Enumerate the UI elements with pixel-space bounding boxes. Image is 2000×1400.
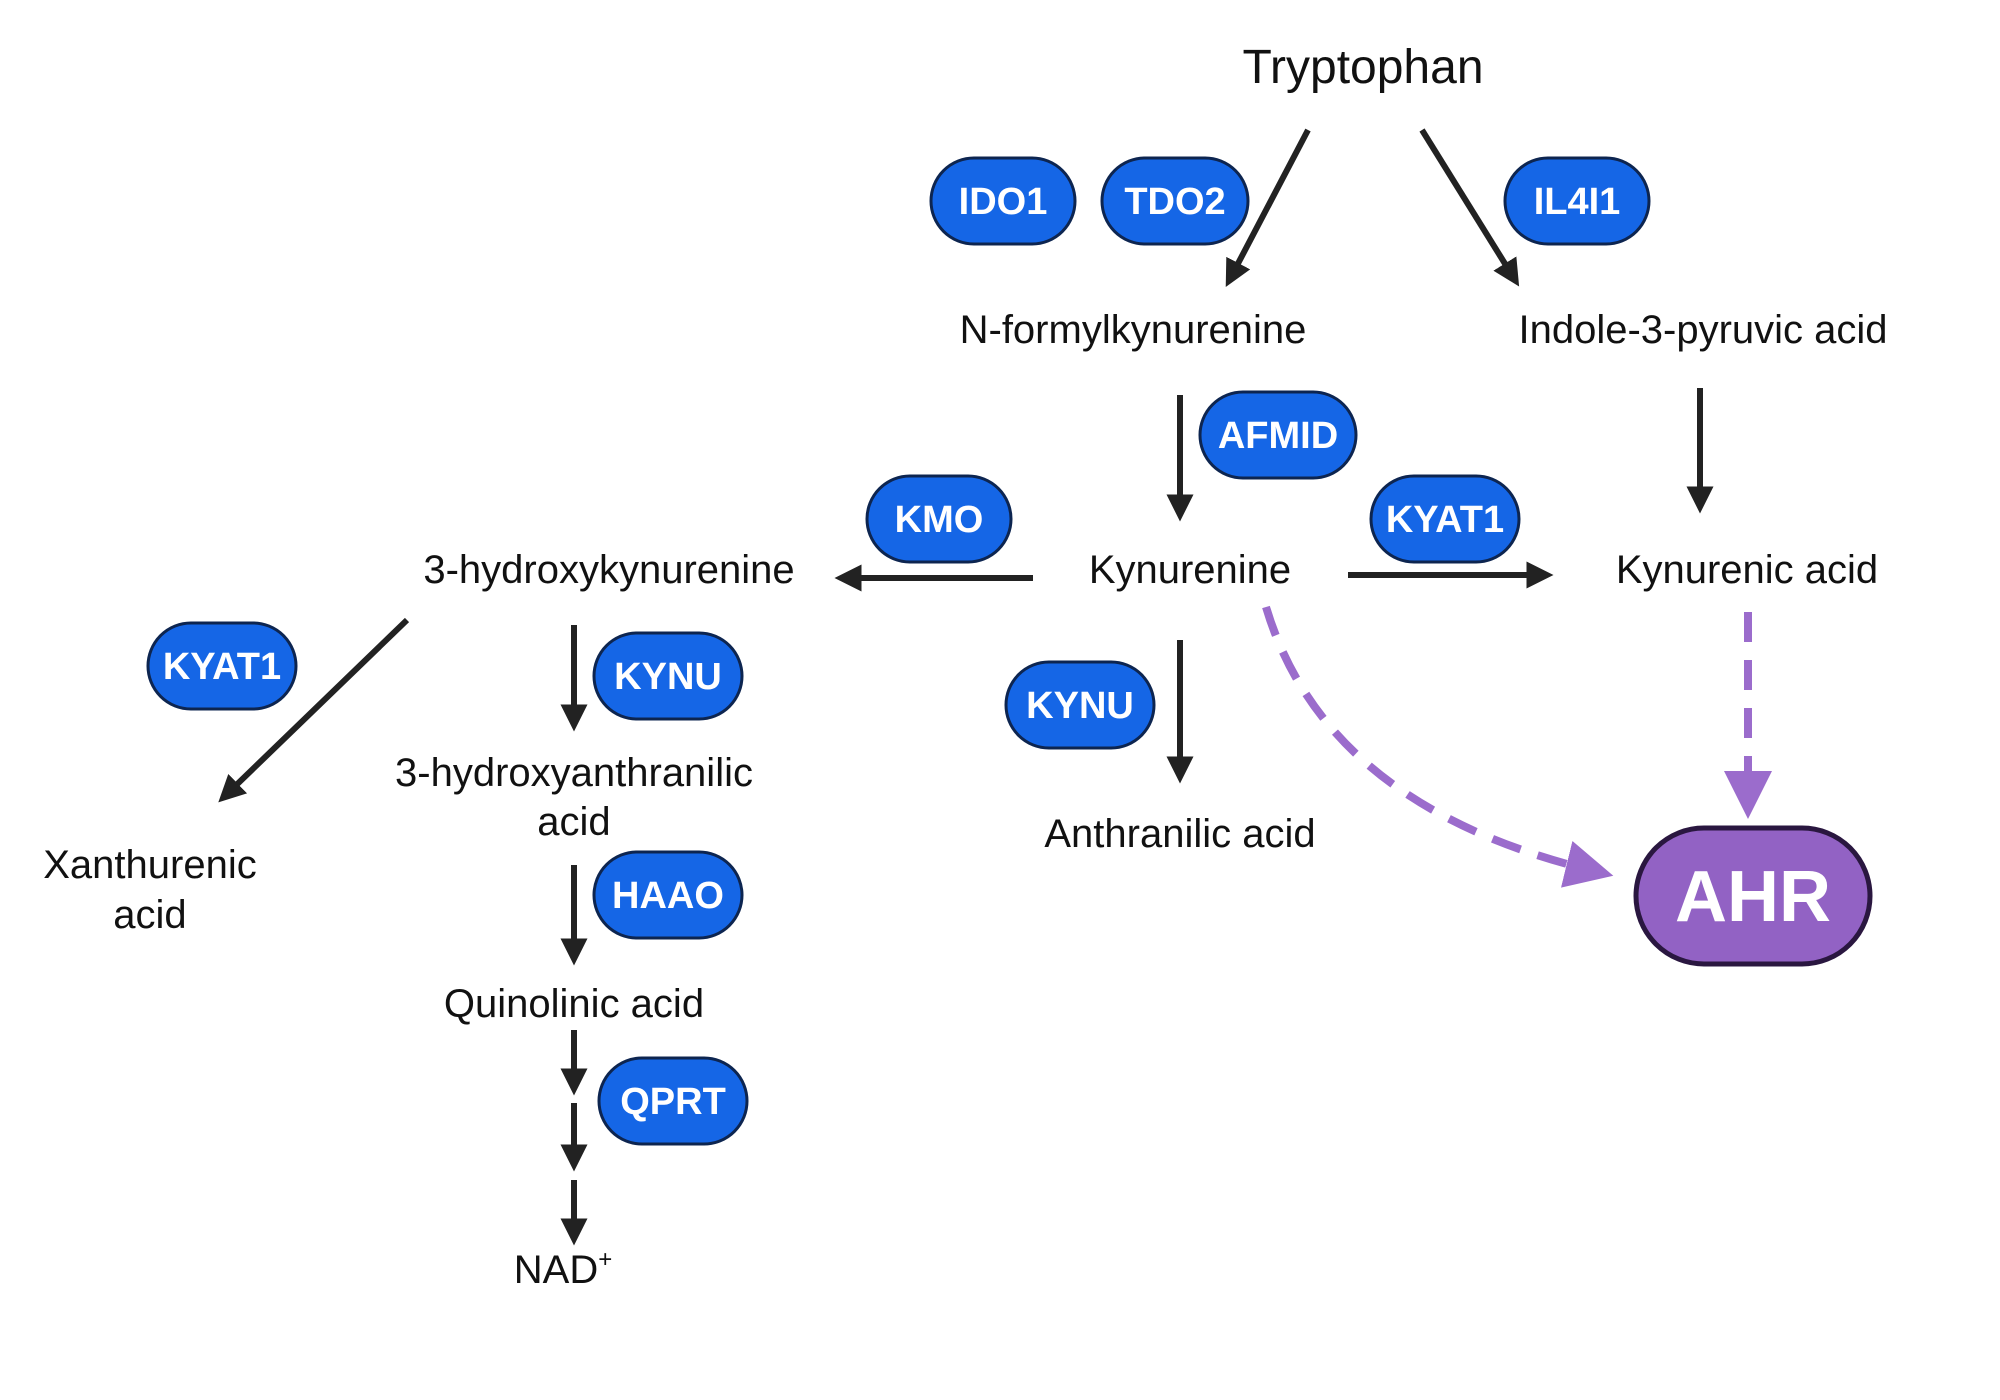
enzyme-kyat1-left-label: KYAT1 xyxy=(163,646,281,688)
metabolite-3-hydroxyanthranilic-acid-line1: 3-hydroxyanthranilic xyxy=(395,751,753,795)
enzyme-ido1: IDO1 xyxy=(929,156,1077,246)
metabolite-tryptophan: Tryptophan xyxy=(1242,41,1483,94)
enzyme-kyat1-right-pill xyxy=(1369,474,1521,564)
metabolite-xanthurenic-acid-line1: Xanthurenic xyxy=(43,843,256,887)
metabolite-anthranilic-acid: Anthranilic acid xyxy=(1044,812,1315,856)
enzyme-qprt-label: QPRT xyxy=(620,1081,726,1123)
enzyme-kynu-left: KYNU xyxy=(592,631,744,721)
arrow-tryptophan-to-indole-3-pyruvic-acid xyxy=(1419,128,1520,287)
metabolite-xanthurenic-acid-line2: acid xyxy=(113,893,186,937)
enzyme-kynu-left-label: KYNU xyxy=(614,656,722,698)
metabolite-kynurenine: Kynurenine xyxy=(1089,548,1291,592)
enzyme-afmid-pill xyxy=(1198,390,1358,480)
ahr-label: AHR xyxy=(1675,857,1831,937)
enzyme-tdo2-pill xyxy=(1100,156,1250,246)
arrow-tryptophan-to-n-formylkynurenine xyxy=(1225,128,1311,287)
metabolite-n-formylkynurenine: N-formylkynurenine xyxy=(960,308,1307,352)
nad-label: NAD xyxy=(514,1248,598,1292)
enzyme-afmid: AFMID xyxy=(1198,390,1358,480)
enzyme-il4i1-label: IL4I1 xyxy=(1534,181,1621,223)
enzyme-ido1-label: IDO1 xyxy=(959,181,1048,223)
enzyme-tdo2: TDO2 xyxy=(1100,156,1250,246)
metabolite-3-hydroxykynurenine: 3-hydroxykynurenine xyxy=(423,548,794,592)
enzyme-haao-pill xyxy=(592,850,744,940)
metabolite-3-hydroxyanthranilic-acid-line2: acid xyxy=(537,800,610,844)
nad-superscript: + xyxy=(598,1246,612,1273)
metabolite-nad: NAD+ xyxy=(514,1246,612,1292)
enzyme-haao-label: HAAO xyxy=(612,875,724,917)
dashed-arrow-kynurenine-to-ahr xyxy=(1262,605,1614,888)
enzyme-qprt-pill xyxy=(597,1056,749,1146)
enzyme-kyat1-left: KYAT1 xyxy=(146,621,298,711)
enzyme-haao: HAAO xyxy=(592,850,744,940)
enzyme-kyat1-right: KYAT1 xyxy=(1369,474,1521,564)
enzyme-kynu-center: KYNU xyxy=(1004,660,1156,750)
enzyme-ido1-pill xyxy=(929,156,1077,246)
ahr-receptor-shape xyxy=(1633,825,1873,967)
enzyme-tdo2-label: TDO2 xyxy=(1124,181,1225,223)
enzyme-il4i1: IL4I1 xyxy=(1503,156,1651,246)
enzyme-kmo-label: KMO xyxy=(895,499,984,541)
ahr-receptor: AHR xyxy=(1633,825,1873,967)
metabolite-kynurenic-acid: Kynurenic acid xyxy=(1616,548,1878,592)
enzyme-kyat1-left-pill xyxy=(146,621,298,711)
enzyme-kmo-pill xyxy=(865,474,1013,564)
metabolite-indole-3-pyruvic-acid: Indole-3-pyruvic acid xyxy=(1518,308,1887,352)
enzyme-kmo: KMO xyxy=(865,474,1013,564)
metabolite-quinolinic-acid: Quinolinic acid xyxy=(444,982,704,1026)
enzyme-kynu-center-pill xyxy=(1004,660,1156,750)
enzyme-kynu-center-label: KYNU xyxy=(1026,685,1134,727)
enzyme-il4i1-pill xyxy=(1503,156,1651,246)
enzyme-kyat1-right-label: KYAT1 xyxy=(1386,499,1504,541)
enzyme-afmid-label: AFMID xyxy=(1218,415,1338,457)
arrow-3-hydroxykynurenine-to-xanthurenic-acid xyxy=(218,617,410,803)
enzyme-qprt: QPRT xyxy=(597,1056,749,1146)
enzyme-kynu-left-pill xyxy=(592,631,744,721)
